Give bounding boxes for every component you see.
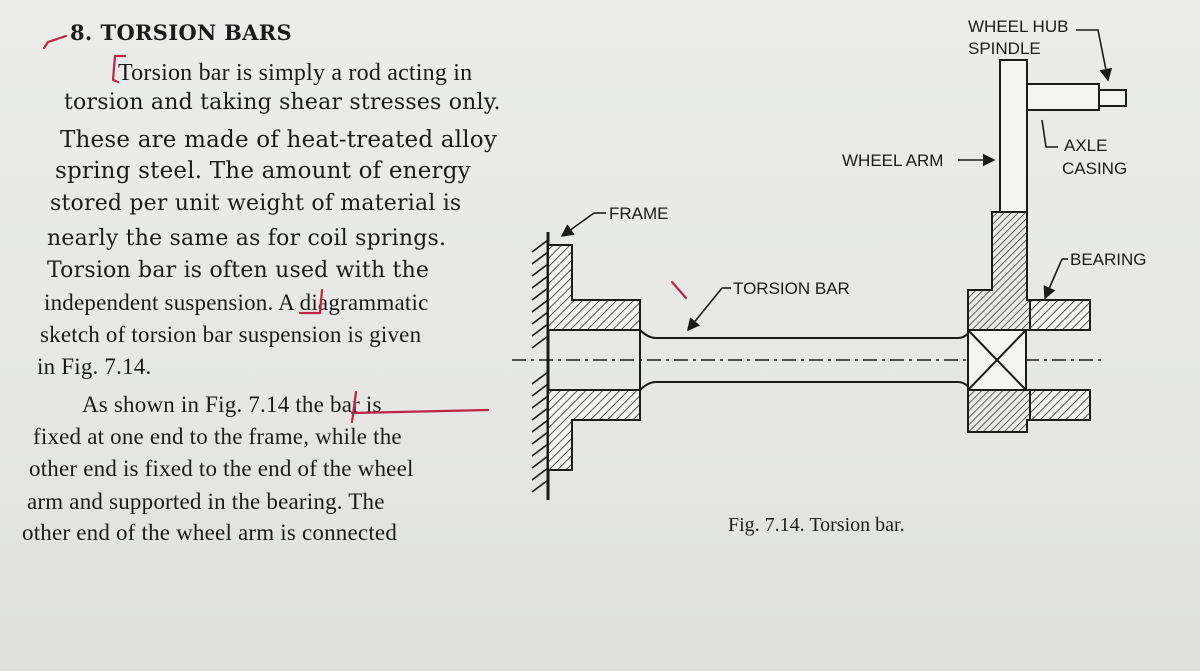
frame-bracket-lower — [547, 389, 641, 471]
body-line: These are made of heat-treated alloy — [60, 127, 498, 153]
bearing-upper — [1029, 299, 1091, 331]
frame-wall — [531, 232, 550, 500]
body-line: stored per unit weight of material is — [50, 191, 462, 216]
label-wheel-hub: WHEEL HUB — [968, 17, 1068, 36]
label-spindle: SPINDLE — [968, 39, 1041, 58]
figure-caption: Fig. 7.14. Torsion bar. — [728, 514, 905, 536]
section-heading: 8. TORSION BARS — [70, 20, 292, 45]
frame-bracket-upper — [547, 244, 641, 331]
body-line: spring steel. The amount of energy — [55, 158, 471, 184]
label-bearing: BEARING — [1070, 250, 1147, 269]
square-end-block — [967, 329, 1027, 391]
section-number: 8. — [70, 20, 93, 45]
label-torsion-bar: TORSION BAR — [733, 279, 850, 298]
body-line: fixed at one end to the frame, while the — [33, 424, 402, 449]
label-wheel-arm: WHEEL ARM — [842, 151, 943, 170]
body-line: other end of the wheel arm is connected — [22, 520, 398, 545]
body-line: As shown in Fig. 7.14 the bar is — [82, 392, 382, 417]
body-line: nearly the same as for coil springs. — [47, 226, 447, 251]
label-axle: AXLE — [1064, 136, 1107, 155]
body-line: Torsion bar is often used with the — [47, 258, 430, 283]
wheel-hub-spindle — [1026, 83, 1127, 111]
pen-annotations — [42, 34, 688, 424]
body-line: arm and supported in the bearing. The — [27, 489, 385, 514]
bearing-lower — [1029, 389, 1091, 421]
label-casing: CASING — [1062, 159, 1127, 178]
section-title: TORSION BARS — [100, 20, 292, 45]
body-line: torsion and taking shear stresses only. — [64, 90, 501, 115]
body-line: independent suspension. A diagrammatic — [44, 290, 429, 315]
body-line: in Fig. 7.14. — [37, 354, 152, 379]
body-line: other end is fixed to the end of the whe… — [29, 456, 414, 481]
body-line: Torsion bar is simply a rod acting in — [118, 60, 473, 86]
body-line: sketch of torsion bar suspension is give… — [40, 322, 422, 347]
label-frame: FRAME — [609, 204, 669, 223]
